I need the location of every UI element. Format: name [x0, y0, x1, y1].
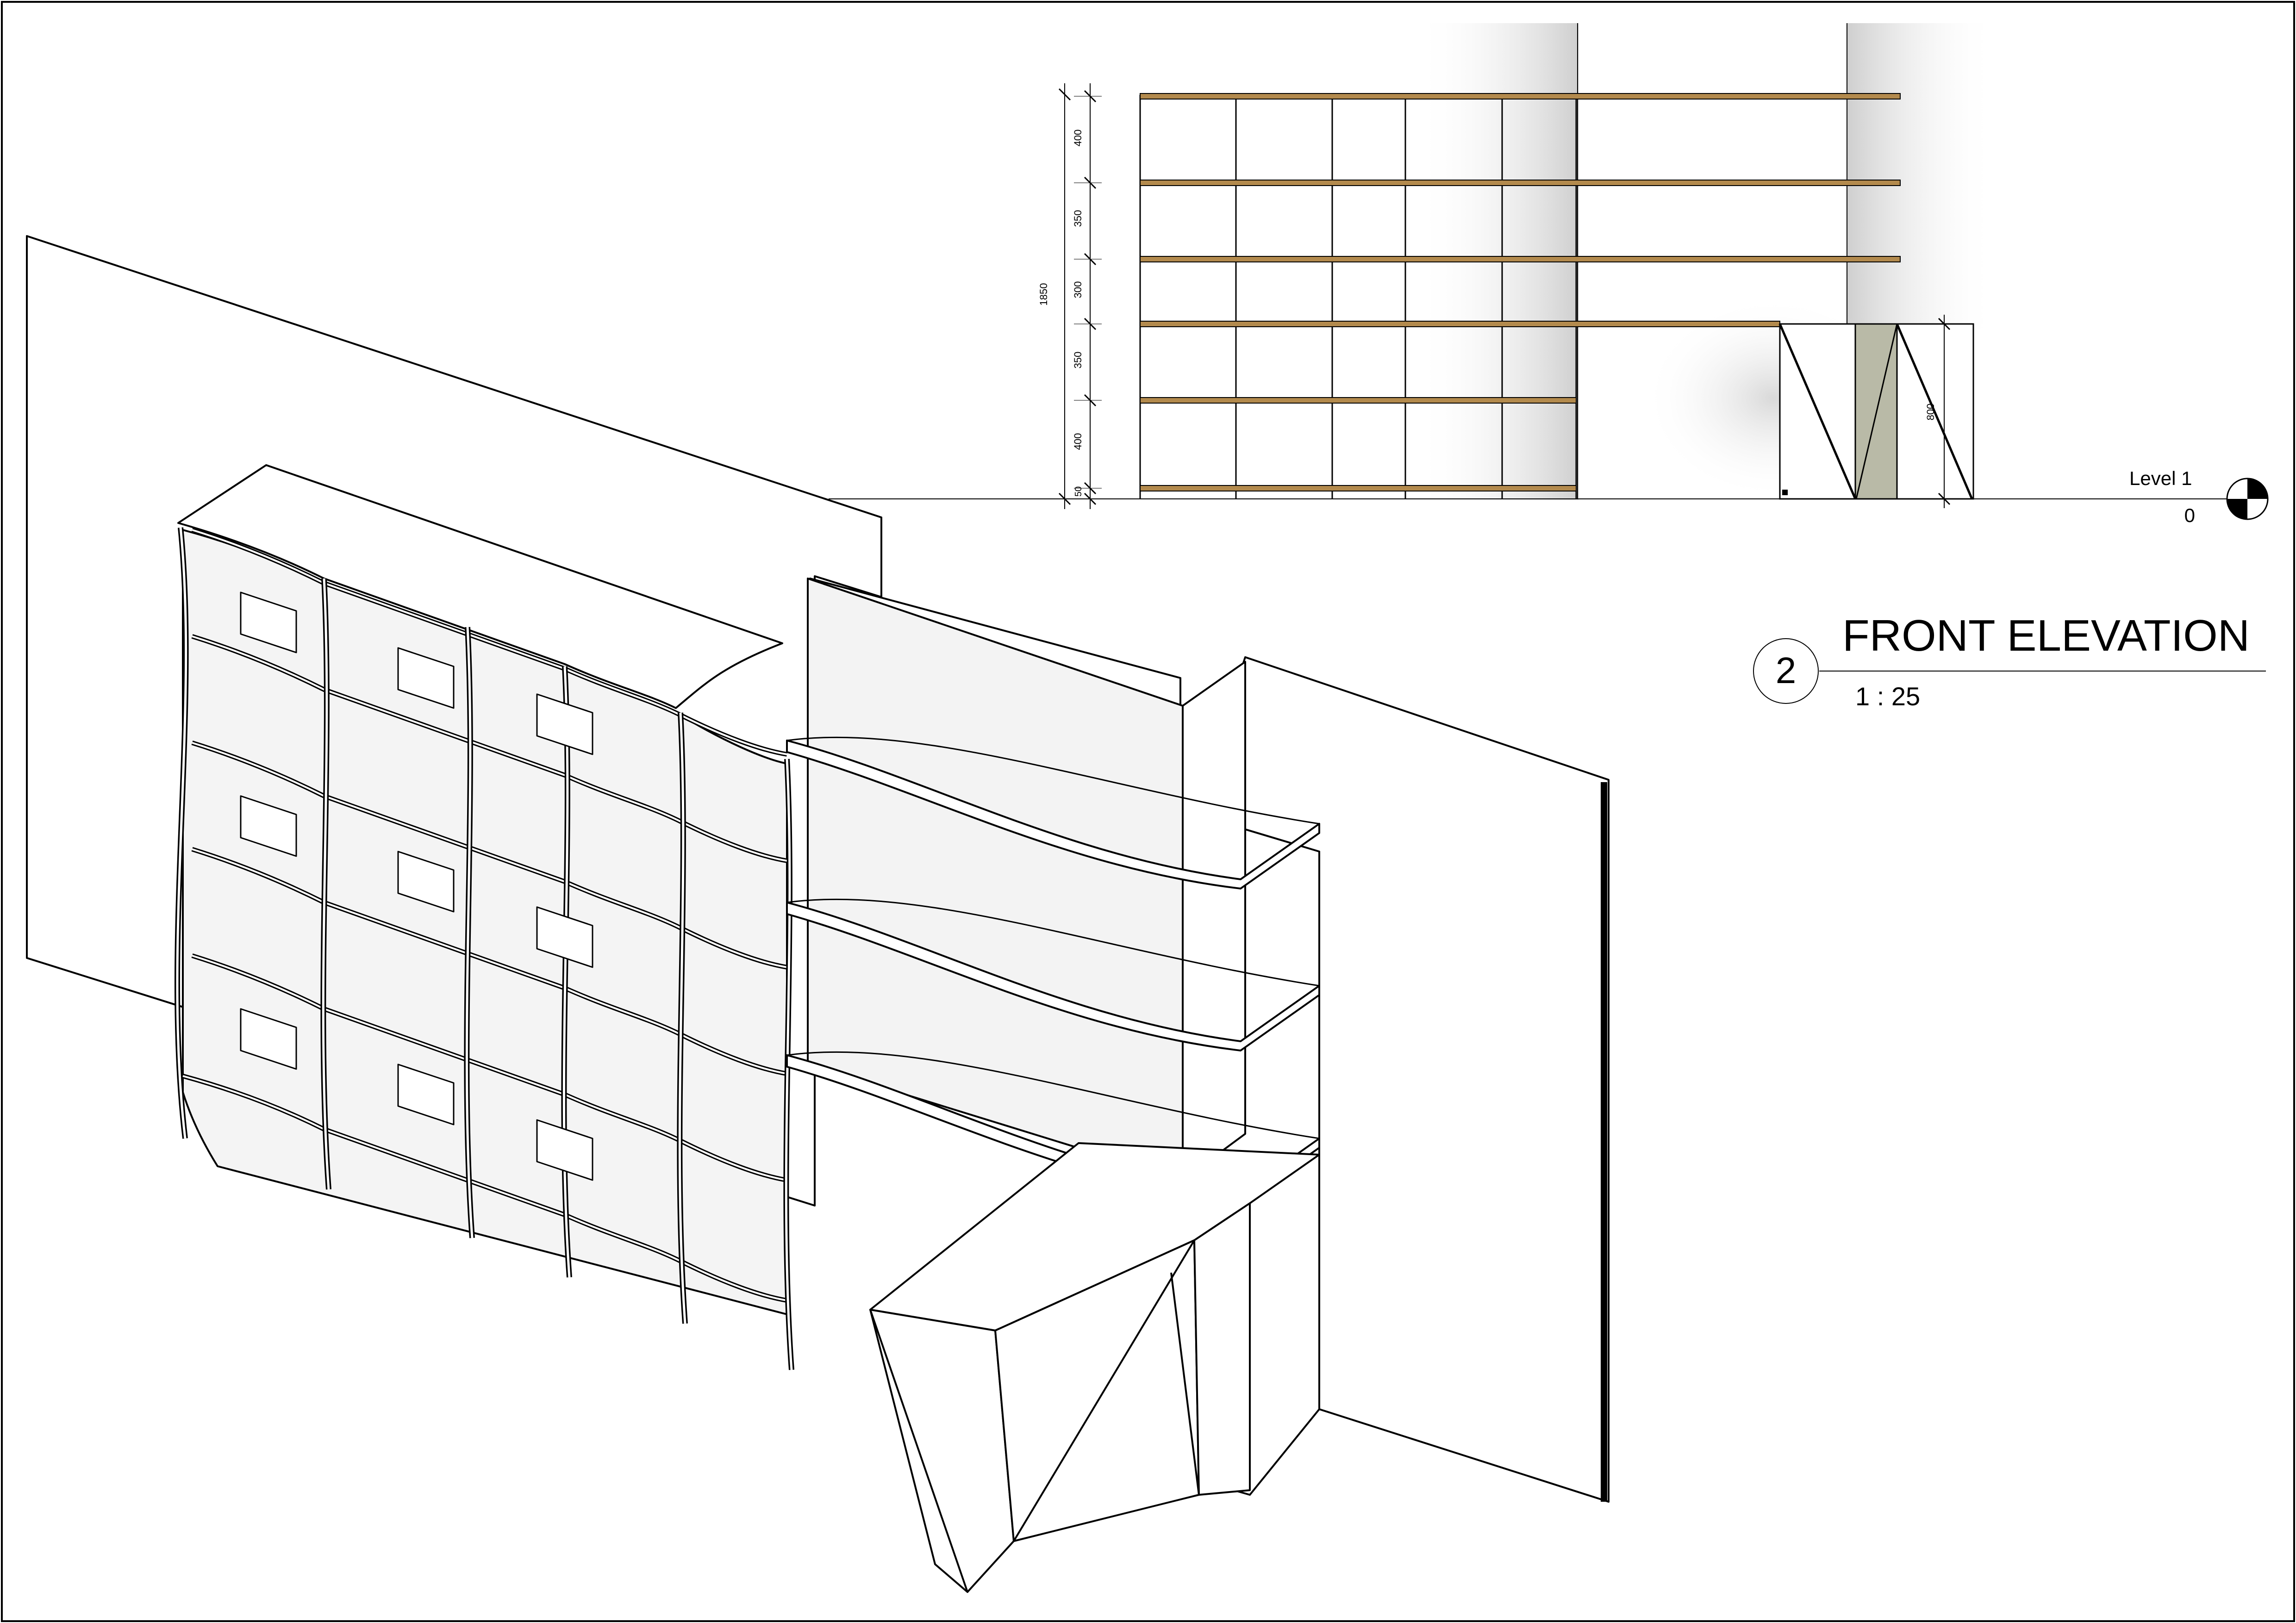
view-title-text: FRONT ELEVATION [1842, 611, 2250, 660]
dimension-overall-tick-bottom [1058, 492, 1071, 505]
dimension-segment-300: 300 [1072, 281, 1084, 298]
desk-dimension-tick-top [1938, 317, 1951, 330]
iso-bookcase [174, 464, 794, 1370]
iso-bookcase-openings [240, 591, 593, 1181]
dimension-segment-400-top: 400 [1072, 130, 1084, 147]
desk-fold-line-2 [1896, 323, 1973, 499]
iso-wall-opening-8 [397, 1063, 455, 1126]
iso-wall-opening-6 [536, 906, 593, 968]
desk-height-dimension: 800 [1925, 404, 1936, 421]
desk-fold-line-1 [1778, 323, 1857, 499]
dimension-segment-400-bottom: 400 [1072, 433, 1084, 450]
iso-desk-fold-3 [1170, 1272, 1200, 1495]
bookcase-shelf-5 [1140, 397, 1577, 404]
iso-upright-face-3 [465, 627, 474, 1238]
iso-desk-fold-1 [869, 1309, 968, 1592]
iso-upright-face-1 [176, 527, 187, 1139]
iso-upright-face-2 [322, 578, 330, 1190]
iso-wave-shelves [786, 736, 1320, 1204]
view-number: 2 [1776, 650, 1797, 691]
iso-wall-opening-2 [397, 647, 455, 709]
bookcase-shelf-2 [1140, 180, 1901, 186]
dimension-segment-350-upper: 350 [1072, 210, 1084, 227]
elevation-shadow-column-2 [1847, 23, 1995, 329]
iso-wave-shelf-2 [786, 902, 1320, 1051]
iso-shelf-face-4 [192, 848, 787, 1075]
iso-shelf-face-1 [192, 529, 787, 755]
level-datum-symbol [2226, 478, 2269, 520]
bookcase-shelves [1140, 93, 1901, 491]
iso-bookcase-top [177, 464, 783, 709]
iso-upright-face-4 [562, 666, 571, 1278]
level-name: Level 1 [2129, 467, 2192, 489]
bookcase-uprights [1139, 95, 1577, 499]
iso-bookcase-shelves [182, 528, 787, 1303]
desk-socket-symbol [1782, 490, 1788, 495]
iso-wave-shelf-edge-3 [786, 1051, 1320, 1139]
iso-upright-face-5 [678, 712, 686, 1324]
vertical-dimensions: 1850 400 350 300 350 400 50 [1038, 83, 1102, 509]
bookcase-shelf-6 [1140, 485, 1577, 491]
view-scale: 1 : 25 [1855, 682, 1920, 711]
iso-wall-opening-1 [240, 591, 297, 653]
iso-desk-side-panel [1193, 1202, 1251, 1496]
iso-wall-opening-4 [240, 795, 297, 857]
iso-wall-opening-3 [536, 693, 593, 755]
dimension-segment-50: 50 [1073, 486, 1084, 497]
view-title: 2 FRONT ELEVATION 1 : 25 [1753, 611, 2266, 711]
dimension-segment-ticks [1074, 90, 1102, 505]
desk-elevation: 800 [1778, 315, 1974, 508]
iso-wall-opening-5 [397, 851, 455, 913]
iso-desk-front-left [869, 1309, 1015, 1593]
iso-shelf-face-6 [182, 1075, 787, 1301]
iso-shelf-face-5 [192, 955, 787, 1181]
iso-wave-shelf-1 [786, 740, 1320, 889]
iso-desk [869, 1142, 1320, 1593]
iso-wave-shelf-edge-1 [786, 736, 1320, 825]
iso-desk-fold-2 [1013, 1239, 1195, 1542]
isometric-view [26, 235, 1610, 1593]
iso-tall-panel-side [1182, 661, 1246, 1181]
iso-wall-opening-7 [240, 1008, 297, 1070]
dimension-segment-350-lower: 350 [1072, 352, 1084, 369]
iso-shelf-face-2 [192, 635, 787, 862]
desk-dimension-tick-bottom [1938, 492, 1951, 505]
bookcase-shelf-1 [1140, 93, 1901, 99]
iso-wave-shelf-3 [786, 1054, 1320, 1204]
front-elevation-view: 800 1850 400 350 300 350 400 50 Level 1 … [829, 23, 2269, 711]
view-number-bubble [1753, 638, 1819, 704]
overall-height-dimension: 1850 [1038, 283, 1049, 306]
iso-shelf-face-3 [192, 742, 787, 968]
iso-wall-opening-9 [536, 1119, 593, 1181]
bookcase-shelf-3 [1140, 256, 1901, 262]
level-marker: Level 1 0 [2125, 467, 2269, 526]
iso-wave-shelf-edge-2 [786, 898, 1320, 987]
dimension-overall-tick-top [1058, 88, 1071, 101]
level-elevation: 0 [2184, 504, 2195, 526]
desk-fold-line-3 [1855, 323, 1898, 499]
bookcase-shelf-4 [1140, 321, 1780, 327]
